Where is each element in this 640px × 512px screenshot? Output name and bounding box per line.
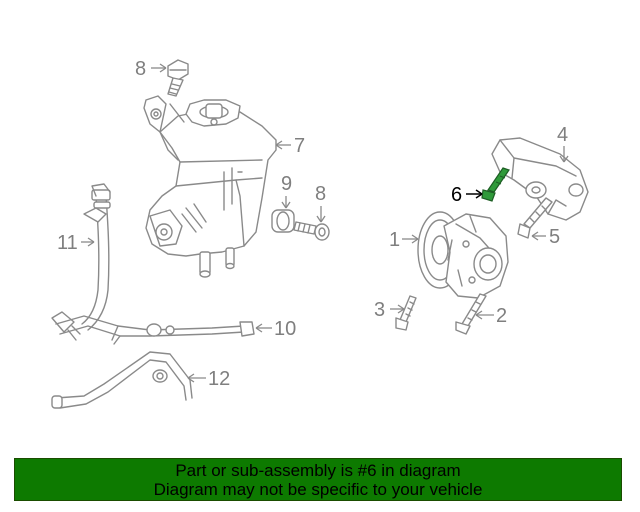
callout-label-3: 3: [374, 299, 385, 321]
callout-7: 7: [275, 135, 305, 157]
pump-1[interactable]: [417, 211, 509, 299]
bolt-5[interactable]: [517, 197, 553, 239]
callout-label-2: 2: [496, 305, 507, 327]
callout-label-12: 12: [208, 368, 230, 390]
line-12[interactable]: [51, 351, 193, 409]
callout-label-8-upper: 8: [135, 58, 146, 80]
bolt-8-upper[interactable]: [167, 59, 189, 97]
callout-1: 1: [389, 229, 419, 251]
callout-3: 3: [374, 299, 405, 321]
callout-10: 10: [255, 318, 296, 340]
callout-6: 6: [451, 184, 483, 206]
callout-12: 12: [187, 368, 230, 390]
callout-label-9: 9: [281, 173, 292, 195]
banner-line-part: Part or sub-assembly is #6 in diagram: [175, 460, 461, 480]
bolt-6-highlighted[interactable]: [481, 167, 510, 202]
callout-label-6: 6: [451, 184, 462, 206]
callout-label-10: 10: [274, 318, 296, 340]
callout-label-8-lower: 8: [315, 183, 326, 205]
bolt-3[interactable]: [395, 295, 417, 331]
callout-label-5: 5: [549, 226, 560, 248]
callout-5: 5: [531, 226, 560, 248]
info-banner: Part or sub-assembly is #6 in diagram Di…: [14, 458, 622, 501]
callout-8-lower: 8: [315, 183, 326, 223]
callout-11: 11: [57, 232, 95, 254]
callout-label-7: 7: [294, 135, 305, 157]
callout-2: 2: [475, 305, 507, 327]
bolt-2[interactable]: [455, 293, 487, 335]
line-10[interactable]: [51, 311, 255, 345]
hose-11[interactable]: [81, 183, 111, 331]
callout-label-1: 1: [389, 229, 400, 251]
grommet-9[interactable]: [271, 209, 295, 233]
banner-line-disclaimer: Diagram may not be specific to your vehi…: [153, 479, 483, 499]
callout-9: 9: [281, 173, 292, 209]
callout-4: 4: [557, 124, 569, 163]
bolt-8-lower[interactable]: [293, 221, 330, 241]
callout-label-11: 11: [57, 232, 78, 254]
callout-label-4: 4: [557, 124, 568, 146]
reservoir[interactable]: [143, 95, 277, 278]
callout-8-upper: 8: [135, 58, 167, 80]
